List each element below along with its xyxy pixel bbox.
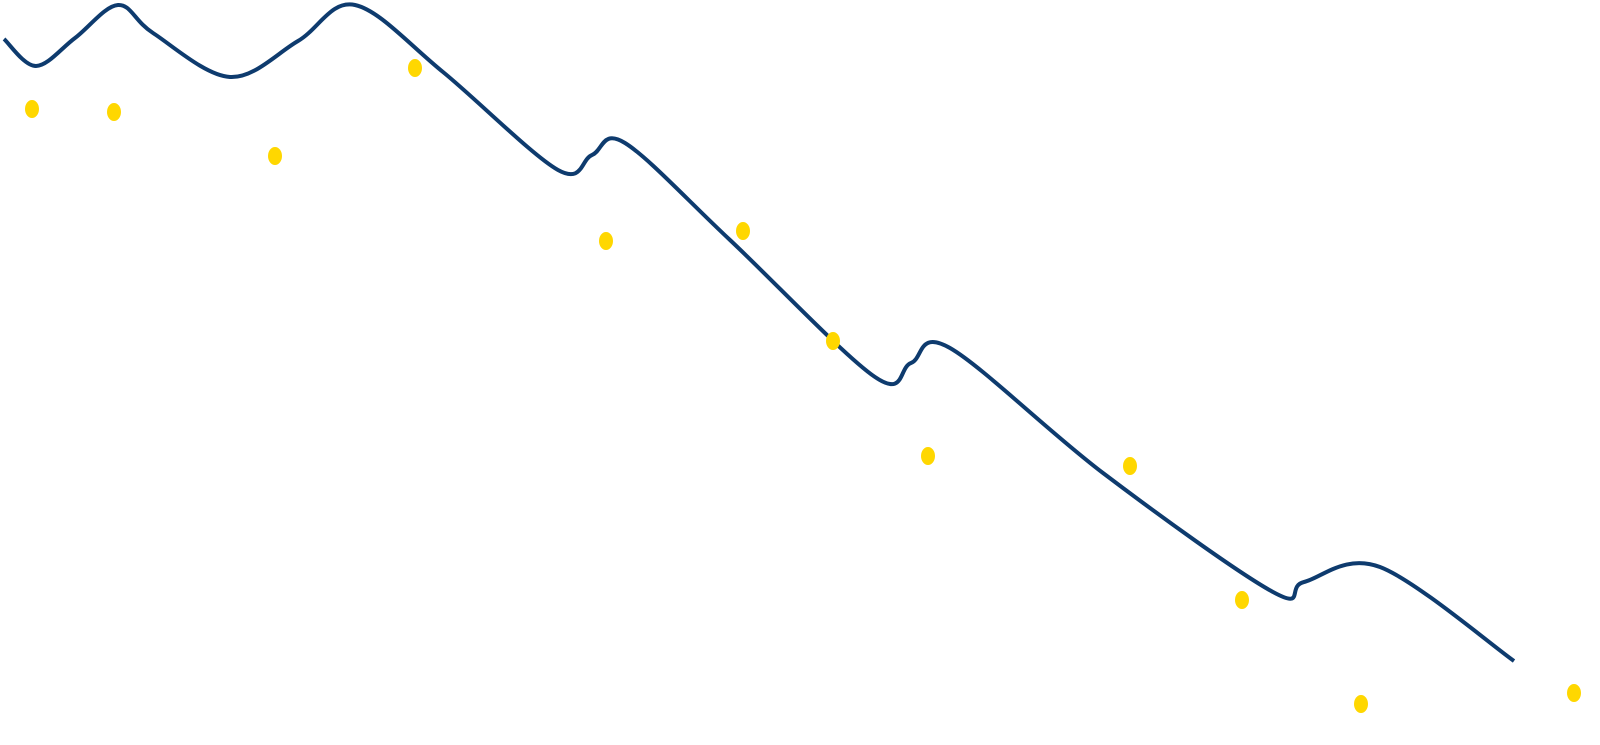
scatter-point-4 [408, 59, 422, 77]
scatter-point-8 [921, 447, 935, 465]
scatter-point-12 [1567, 684, 1581, 702]
scatter-point-9 [1123, 457, 1137, 475]
scatter-point-3 [268, 147, 282, 165]
line-layer [2, 2, 1516, 663]
series-line [2, 2, 1516, 663]
scatter-point-10 [1235, 591, 1249, 609]
scatter-point-6 [736, 222, 750, 240]
scatter-point-1 [25, 100, 39, 118]
scatter-point-7 [826, 332, 840, 350]
point-layer [25, 59, 1581, 713]
scatter-point-5 [599, 232, 613, 250]
scatter-point-11 [1354, 695, 1368, 713]
scatter-point-2 [107, 103, 121, 121]
